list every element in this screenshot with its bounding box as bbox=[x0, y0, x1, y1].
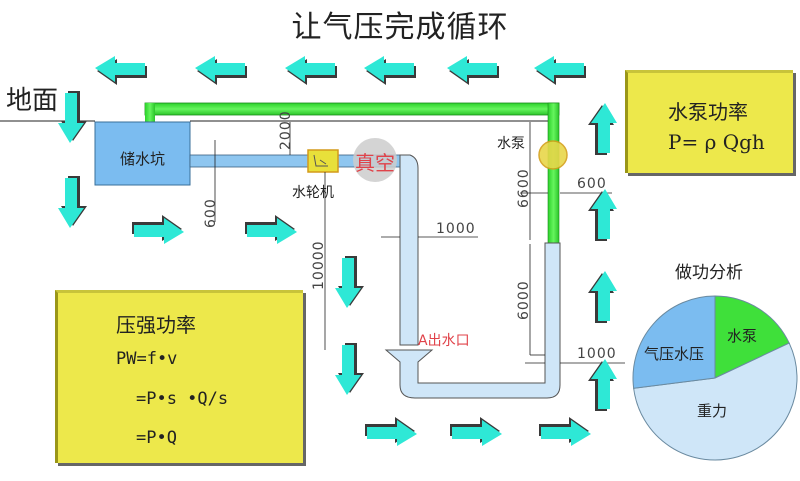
arrow-right-icon bbox=[245, 215, 297, 244]
dim-600-right: 600 bbox=[577, 176, 607, 192]
arrow-right-icon bbox=[132, 215, 184, 244]
pie-label-pump: 水泵 bbox=[727, 327, 758, 345]
pressure-power-heading: 压强功率 bbox=[116, 313, 196, 337]
outlet-label: A出水口 bbox=[418, 333, 470, 349]
dimension-lines bbox=[214, 122, 625, 364]
arrow-up-icon bbox=[588, 103, 617, 155]
pump bbox=[538, 140, 568, 170]
arrow-right-icon bbox=[365, 417, 417, 446]
reservoir-label: 储水坑 bbox=[120, 150, 166, 168]
u-pipe bbox=[384, 242, 561, 399]
dim-10000: 10000 bbox=[311, 240, 327, 290]
arrow-left-icon bbox=[364, 56, 416, 85]
green-pipe-top bbox=[144, 102, 560, 116]
green-pipe-left bbox=[145, 103, 155, 125]
turbine-label: 水轮机 bbox=[292, 185, 334, 201]
ground-label: 地面 bbox=[6, 86, 59, 116]
vacuum-bubble bbox=[353, 138, 397, 182]
pie-slice-2 bbox=[632, 295, 716, 389]
arrow-left-icon bbox=[534, 56, 586, 85]
arrow-right-icon bbox=[539, 417, 591, 446]
arrow-down-icon bbox=[335, 256, 364, 308]
turbine bbox=[307, 149, 339, 173]
work-analysis-pie bbox=[632, 295, 798, 461]
pump-label: 水泵 bbox=[497, 136, 525, 152]
pie-label-gravity: 重力 bbox=[697, 402, 728, 420]
dim-600-left: 600 bbox=[203, 198, 219, 228]
reservoir bbox=[94, 121, 191, 186]
arrow-up-icon bbox=[588, 359, 617, 411]
pie-slice-0 bbox=[714, 295, 790, 379]
dim-6000: 6000 bbox=[516, 280, 532, 320]
arrow-down-icon bbox=[58, 176, 87, 228]
pump-power-formula: P= ρ Qgh bbox=[668, 130, 765, 154]
pie-title: 做功分析 bbox=[675, 263, 743, 283]
vacuum-label: 真空 bbox=[355, 151, 395, 175]
arrow-left-icon bbox=[195, 56, 247, 85]
dim-1000-right: 1000 bbox=[577, 346, 617, 362]
dim-2000: 2000 bbox=[278, 110, 294, 150]
pressure-formula-line3: =P•Q bbox=[136, 428, 177, 448]
pressure-formula-line1: PW=f•v bbox=[116, 349, 178, 369]
arrow-up-icon bbox=[588, 271, 617, 323]
pie-slice-1 bbox=[633, 342, 798, 461]
arrow-left-icon bbox=[285, 56, 337, 85]
dim-6600: 6600 bbox=[516, 168, 532, 208]
pump-power-card: 水泵功率 P= ρ Qgh bbox=[625, 70, 793, 173]
arrow-down-icon bbox=[335, 343, 364, 395]
arrow-down-icon bbox=[58, 91, 87, 143]
pie-label-air-water-pressure: 气压水压 bbox=[644, 345, 705, 363]
pressure-power-card: 压强功率 PW=f•v =P•s •Q/s =P•Q bbox=[55, 290, 303, 463]
green-pipe-right bbox=[547, 102, 560, 244]
arrow-up-icon bbox=[588, 189, 617, 241]
arrow-left-icon bbox=[95, 56, 147, 85]
pressure-formula-line2: =P•s •Q/s bbox=[136, 389, 229, 409]
pump-power-heading: 水泵功率 bbox=[668, 100, 748, 124]
page-title: 让气压完成循环 bbox=[291, 10, 509, 45]
arrow-right-icon bbox=[450, 417, 502, 446]
dim-1000-mid: 1000 bbox=[436, 221, 476, 237]
arrow-left-icon bbox=[447, 56, 499, 85]
drop-pipe bbox=[399, 154, 419, 346]
